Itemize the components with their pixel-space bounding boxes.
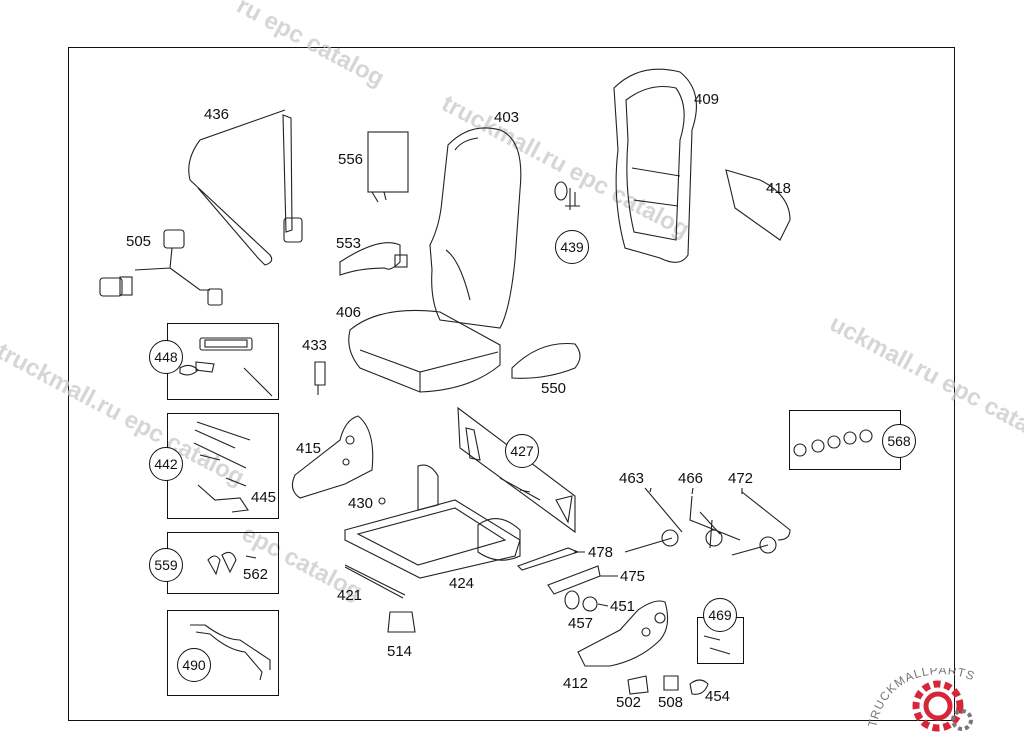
part-label[interactable]: 514 <box>387 643 413 660</box>
part-label[interactable]: 451 <box>610 598 636 615</box>
part-label[interactable]: 418 <box>766 180 792 197</box>
callout-circle[interactable]: 469 <box>703 598 737 632</box>
part-label[interactable]: 403 <box>494 109 520 126</box>
part-label[interactable]: 475 <box>620 568 646 585</box>
brand-text: TRUCKMALLPARTS <box>865 663 976 729</box>
part-label[interactable]: 562 <box>243 566 269 583</box>
callout-circle[interactable]: 442 <box>149 447 183 481</box>
part-label[interactable]: 412 <box>563 675 589 692</box>
part-label[interactable]: 409 <box>694 91 720 108</box>
part-label[interactable]: 508 <box>658 694 684 711</box>
diagram-frame <box>68 47 955 721</box>
part-label[interactable]: 478 <box>588 544 614 561</box>
part-label[interactable]: 415 <box>296 440 322 457</box>
part-label[interactable]: 433 <box>302 337 328 354</box>
callout-circle[interactable]: 559 <box>149 548 183 582</box>
part-label[interactable]: 454 <box>705 688 731 705</box>
part-label[interactable]: 424 <box>449 575 475 592</box>
callout-circle[interactable]: 568 <box>882 424 916 458</box>
callout-circle[interactable]: 439 <box>555 230 589 264</box>
callout-group-box <box>167 323 279 400</box>
callout-circle[interactable]: 490 <box>177 648 211 682</box>
part-label[interactable]: 556 <box>338 151 364 168</box>
part-label[interactable]: 505 <box>126 233 152 250</box>
part-label[interactable]: 406 <box>336 304 362 321</box>
part-label[interactable]: 466 <box>678 470 704 487</box>
part-label[interactable]: 457 <box>568 615 594 632</box>
part-label[interactable]: 472 <box>728 470 754 487</box>
part-label[interactable]: 445 <box>251 489 277 506</box>
part-label[interactable]: 430 <box>348 495 374 512</box>
part-label[interactable]: 553 <box>336 235 362 252</box>
part-label[interactable]: 463 <box>619 470 645 487</box>
part-label[interactable]: 421 <box>337 587 363 604</box>
part-label[interactable]: 436 <box>204 106 230 123</box>
callout-circle[interactable]: 448 <box>149 340 183 374</box>
gear-logo-icon: TRUCKMALLPARTS <box>865 663 977 732</box>
part-label[interactable]: 550 <box>541 380 567 397</box>
callout-circle[interactable]: 427 <box>505 434 539 468</box>
callout-group-box <box>167 610 279 696</box>
svg-text:TRUCKMALLPARTS: TRUCKMALLPARTS <box>866 668 977 729</box>
part-label[interactable]: 502 <box>616 694 642 711</box>
callout-group-box <box>167 532 279 594</box>
brand-logo: TRUCKMALLPARTS <box>865 663 1016 748</box>
